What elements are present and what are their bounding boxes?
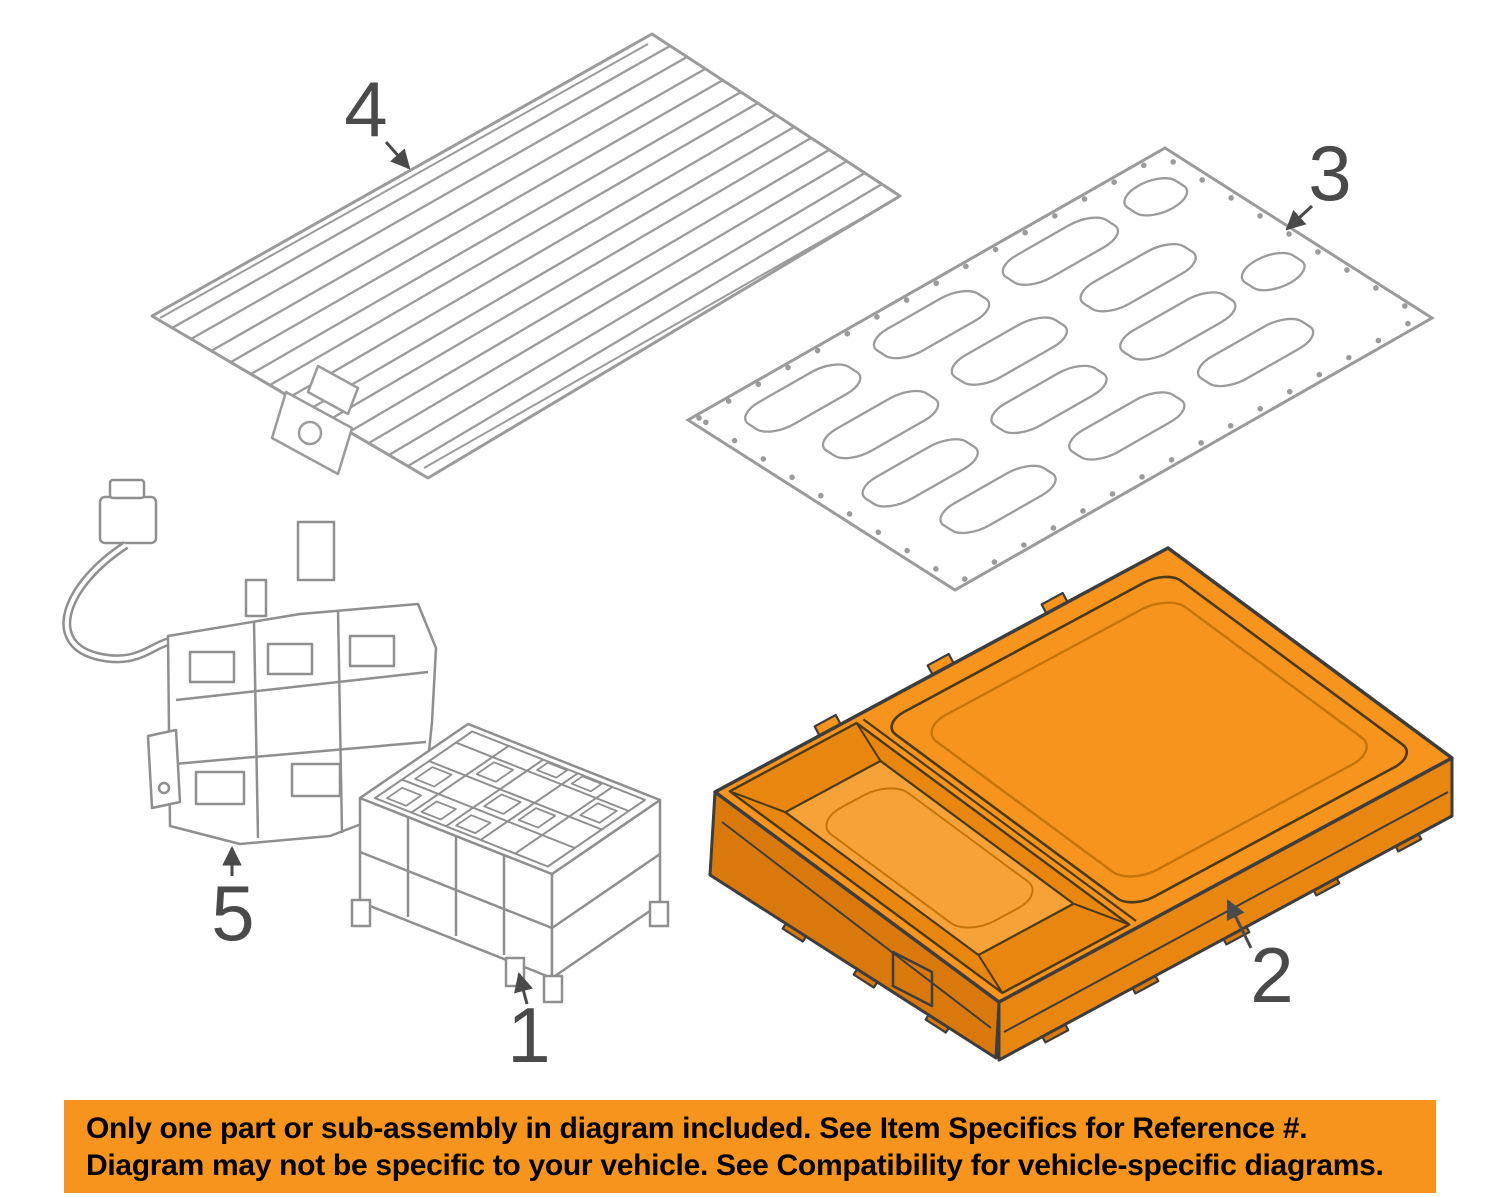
part-5-module-with-cable [62, 478, 438, 846]
part-4-ribbed-floor-panel [150, 32, 902, 480]
disclaimer-banner: Only one part or sub-assembly in diagram… [64, 1100, 1436, 1193]
part1-foot [350, 898, 372, 928]
callout-4: 4 [344, 65, 411, 170]
disclaimer-line-1: Only one part or sub-assembly in diagram… [86, 1111, 1308, 1145]
callout-arrow-4 [384, 141, 411, 170]
part5-connector [98, 495, 158, 545]
part5-foot-hole [157, 781, 171, 795]
panel4-bracket-hole [297, 420, 323, 446]
part1-foot [542, 974, 564, 1004]
part5-top-tab-1 [244, 578, 268, 618]
callout-5: 5 [211, 846, 255, 957]
disclaimer-line-2: Diagram may not be specific to your vehi… [86, 1148, 1384, 1182]
callout-1: 1 [507, 972, 551, 1079]
part1-seam [359, 850, 661, 930]
panel4-ribs [171, 44, 883, 467]
part-1-battery-module [352, 724, 668, 1002]
callout-label-3: 3 [1308, 129, 1351, 217]
part2-step-line [863, 719, 1136, 921]
callouts: 4 3 5 1 2 [211, 65, 1351, 1079]
part5-foot [146, 728, 182, 810]
part-3-slotted-panel [688, 148, 1432, 590]
part-2-battery-pack-highlighted [710, 548, 1452, 1060]
part2-lid-outline [882, 570, 1417, 909]
part2-seam-left [721, 821, 992, 1029]
panel3-slots [735, 172, 1373, 550]
part2-lid-inner [920, 595, 1379, 885]
callout-2: 2 [1226, 899, 1294, 1019]
panel4-edge-inner-bottom [423, 201, 891, 469]
callout-label-5: 5 [211, 869, 254, 957]
part2-seam-right [1003, 791, 1449, 1033]
callout-label-2: 2 [1250, 931, 1293, 1019]
callout-arrow-3 [1285, 204, 1314, 231]
callout-arrow-1 [514, 972, 533, 1005]
part2-tray-floor [785, 761, 1073, 955]
callout-3: 3 [1285, 129, 1352, 231]
part5-connector-tab [108, 478, 146, 500]
callout-label-4: 4 [344, 65, 387, 153]
part1-top-grid [360, 724, 660, 874]
part2-top-details [730, 562, 1428, 993]
panel4-outline [150, 32, 902, 480]
panel4-edge-inner-top [159, 43, 649, 319]
callout-label-1: 1 [507, 991, 550, 1079]
part2-tray-floor-line [814, 781, 1044, 936]
part1-foot [648, 900, 670, 928]
callout-arrow-2 [1226, 899, 1253, 949]
panel3-skewed-group [688, 148, 1432, 590]
part1-top-face [360, 724, 660, 874]
panel4-bracket-tab [306, 364, 360, 416]
part2-front-port [891, 950, 934, 1008]
part5-top-tab-2 [296, 520, 336, 582]
